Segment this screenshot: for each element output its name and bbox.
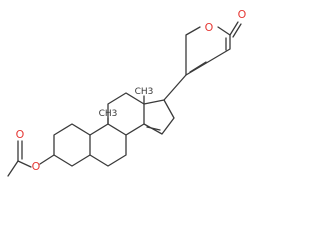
pyranone-carbonyl-oxygen-label: O (238, 8, 247, 21)
ester-carbonyl-oxygen-label: O (16, 128, 25, 141)
bond-c17-pyranone (163, 74, 187, 101)
c10-methyl-label: CH3 (99, 109, 118, 119)
bond-network (7, 21, 242, 177)
c13-methyl-label: CH3 (135, 87, 154, 97)
ester-oxygen-label: O (32, 160, 41, 173)
bond-ester-oxygen-carbonyl-carbon (17, 160, 32, 168)
bond-c3-ester-oxygen (39, 154, 55, 165)
pyranone-double-bond-1 (189, 61, 207, 73)
double-bond-c14-c15 (146, 126, 161, 131)
molecule-diagram: O O O O CH3 CH3 (7, 8, 247, 177)
pyranone-carbonyl-a (229, 21, 239, 36)
ring-a (53, 123, 91, 167)
ring-d (143, 99, 175, 135)
bond-carbonyl-carbon-methyl (7, 160, 19, 177)
ring-c (107, 92, 145, 136)
atom-labels: O O O O (16, 8, 247, 173)
pyranone-carbonyl-b (232, 23, 242, 38)
ring-b (89, 123, 127, 167)
pyranone-ring-oxygen-label: O (205, 21, 214, 34)
group-labels: CH3 CH3 (99, 87, 154, 119)
pyranone-ring (185, 26, 231, 76)
